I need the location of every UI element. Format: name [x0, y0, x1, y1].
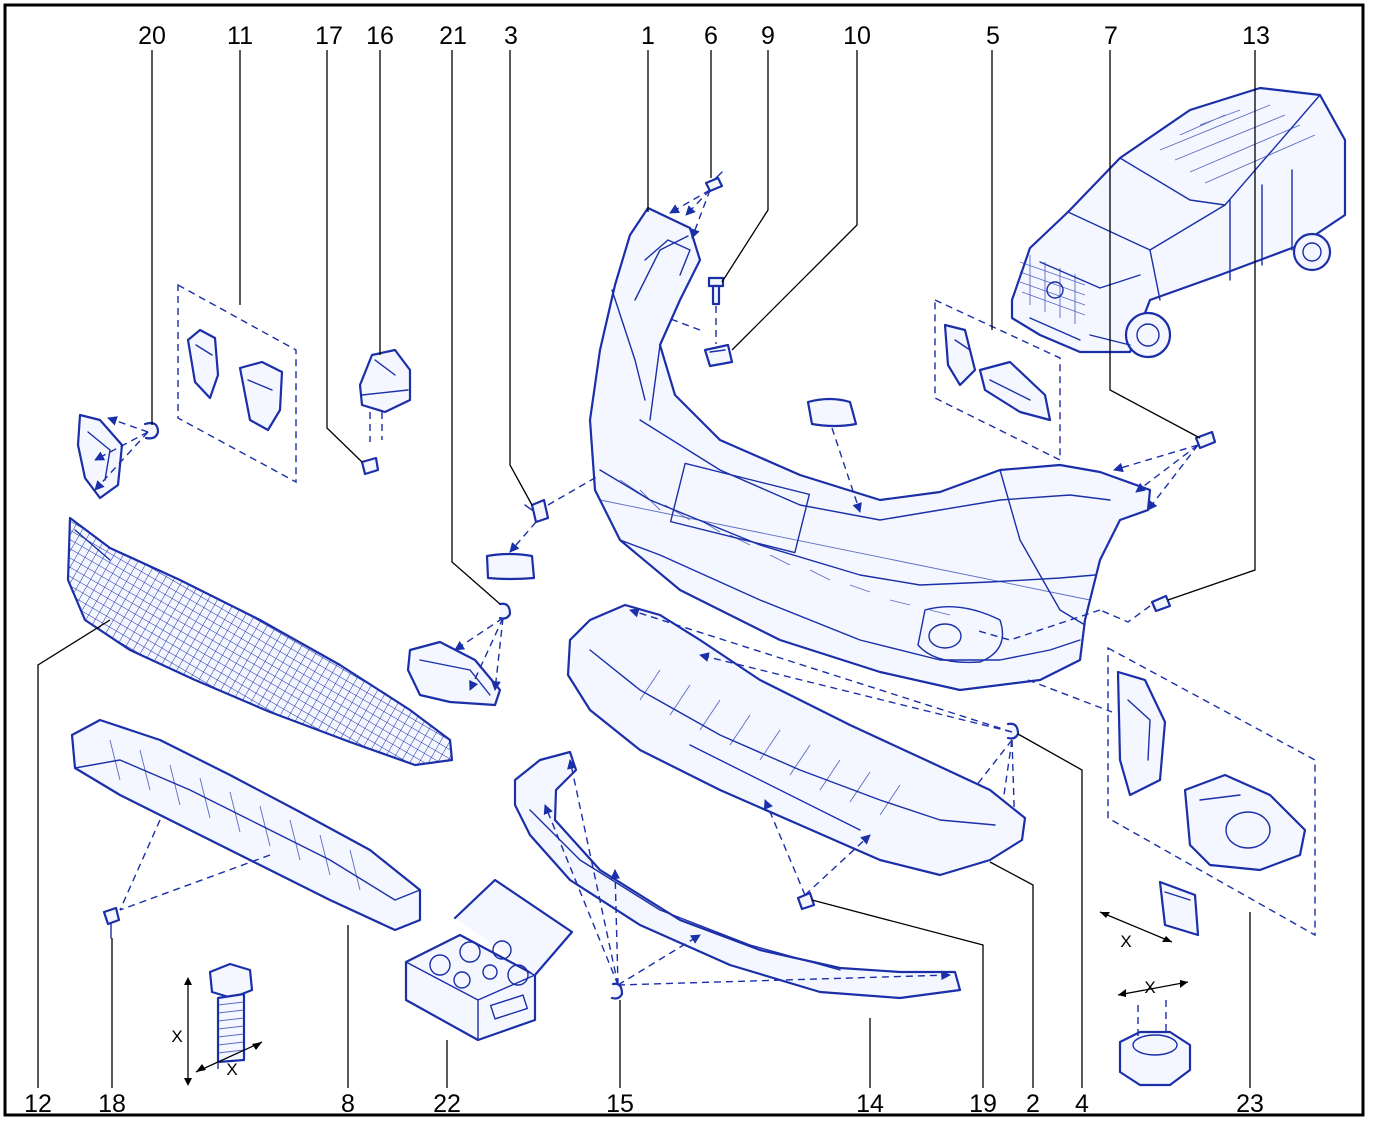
callout-3: 3 — [504, 22, 518, 50]
screw-6 — [669, 171, 724, 239]
callout-4: 4 — [1075, 1090, 1089, 1118]
bracket-set-11 — [177, 283, 297, 484]
screw-13 — [1099, 594, 1172, 623]
callout-8: 8 — [341, 1090, 355, 1118]
bolt-9 — [707, 276, 725, 344]
duct-16 — [358, 348, 412, 442]
bracket-set-5 — [934, 298, 1061, 462]
callout-15: 15 — [606, 1090, 634, 1118]
fastener-kit-22 — [404, 878, 574, 1042]
callout-5: 5 — [986, 22, 1000, 50]
undertray-2 — [566, 603, 1027, 877]
bumper-label-patch — [806, 397, 862, 513]
callout-10: 10 — [843, 22, 871, 50]
callout-6: 6 — [704, 22, 718, 50]
rivet-7 — [1113, 430, 1217, 511]
diagram-frame — [3, 3, 1365, 1117]
screw-18 — [102, 906, 121, 939]
clip-nut-10 — [667, 317, 734, 368]
callout-17: 17 — [315, 22, 343, 50]
callout-9: 9 — [761, 22, 775, 50]
callout-18: 18 — [98, 1090, 126, 1118]
callout-14: 14 — [856, 1090, 884, 1118]
callout-11: 11 — [227, 22, 253, 50]
bracket-21 — [406, 602, 512, 707]
foglamp-bracket-set-23 — [974, 609, 1316, 937]
dimension-labels: X X X X — [171, 932, 1155, 1079]
bolt-dimension-figure — [184, 962, 263, 1086]
callout-12: 12 — [24, 1090, 52, 1118]
callout-22: 22 — [433, 1090, 461, 1118]
callout-1: 1 — [641, 22, 655, 50]
callout-numbers-top: 20 11 17 16 21 3 1 6 9 10 5 7 13 — [138, 22, 1270, 50]
dimension-x-label: X — [226, 1060, 237, 1079]
callout-7: 7 — [1104, 22, 1118, 50]
callout-numbers-bottom: 12 18 8 22 15 14 19 2 4 23 — [24, 1090, 1264, 1118]
callout-13: 13 — [1242, 22, 1270, 50]
screw-19 — [763, 799, 871, 911]
spoiler-14 — [513, 750, 962, 1000]
absorber-8 — [70, 718, 422, 932]
clip-15 — [543, 759, 951, 1000]
callout-19: 19 — [969, 1090, 997, 1118]
callout-21: 21 — [439, 22, 467, 50]
dimension-x-label: X — [1144, 978, 1155, 997]
clip-3 — [485, 474, 601, 581]
callout-23: 23 — [1236, 1090, 1264, 1118]
callout-16: 16 — [366, 22, 394, 50]
clip-and-nut-dimensions — [1099, 880, 1200, 1087]
dimension-x-label: X — [171, 1027, 182, 1046]
callout-20: 20 — [138, 22, 166, 50]
front-bumper — [588, 206, 1152, 692]
grille-12 — [66, 516, 454, 767]
bracket-20 — [76, 413, 160, 500]
callout-2: 2 — [1026, 1090, 1040, 1118]
callout-leaders — [37, 50, 1256, 1088]
dimension-x-label: X — [1120, 932, 1131, 951]
van-illustration — [1010, 86, 1347, 359]
screw-17 — [360, 456, 380, 476]
